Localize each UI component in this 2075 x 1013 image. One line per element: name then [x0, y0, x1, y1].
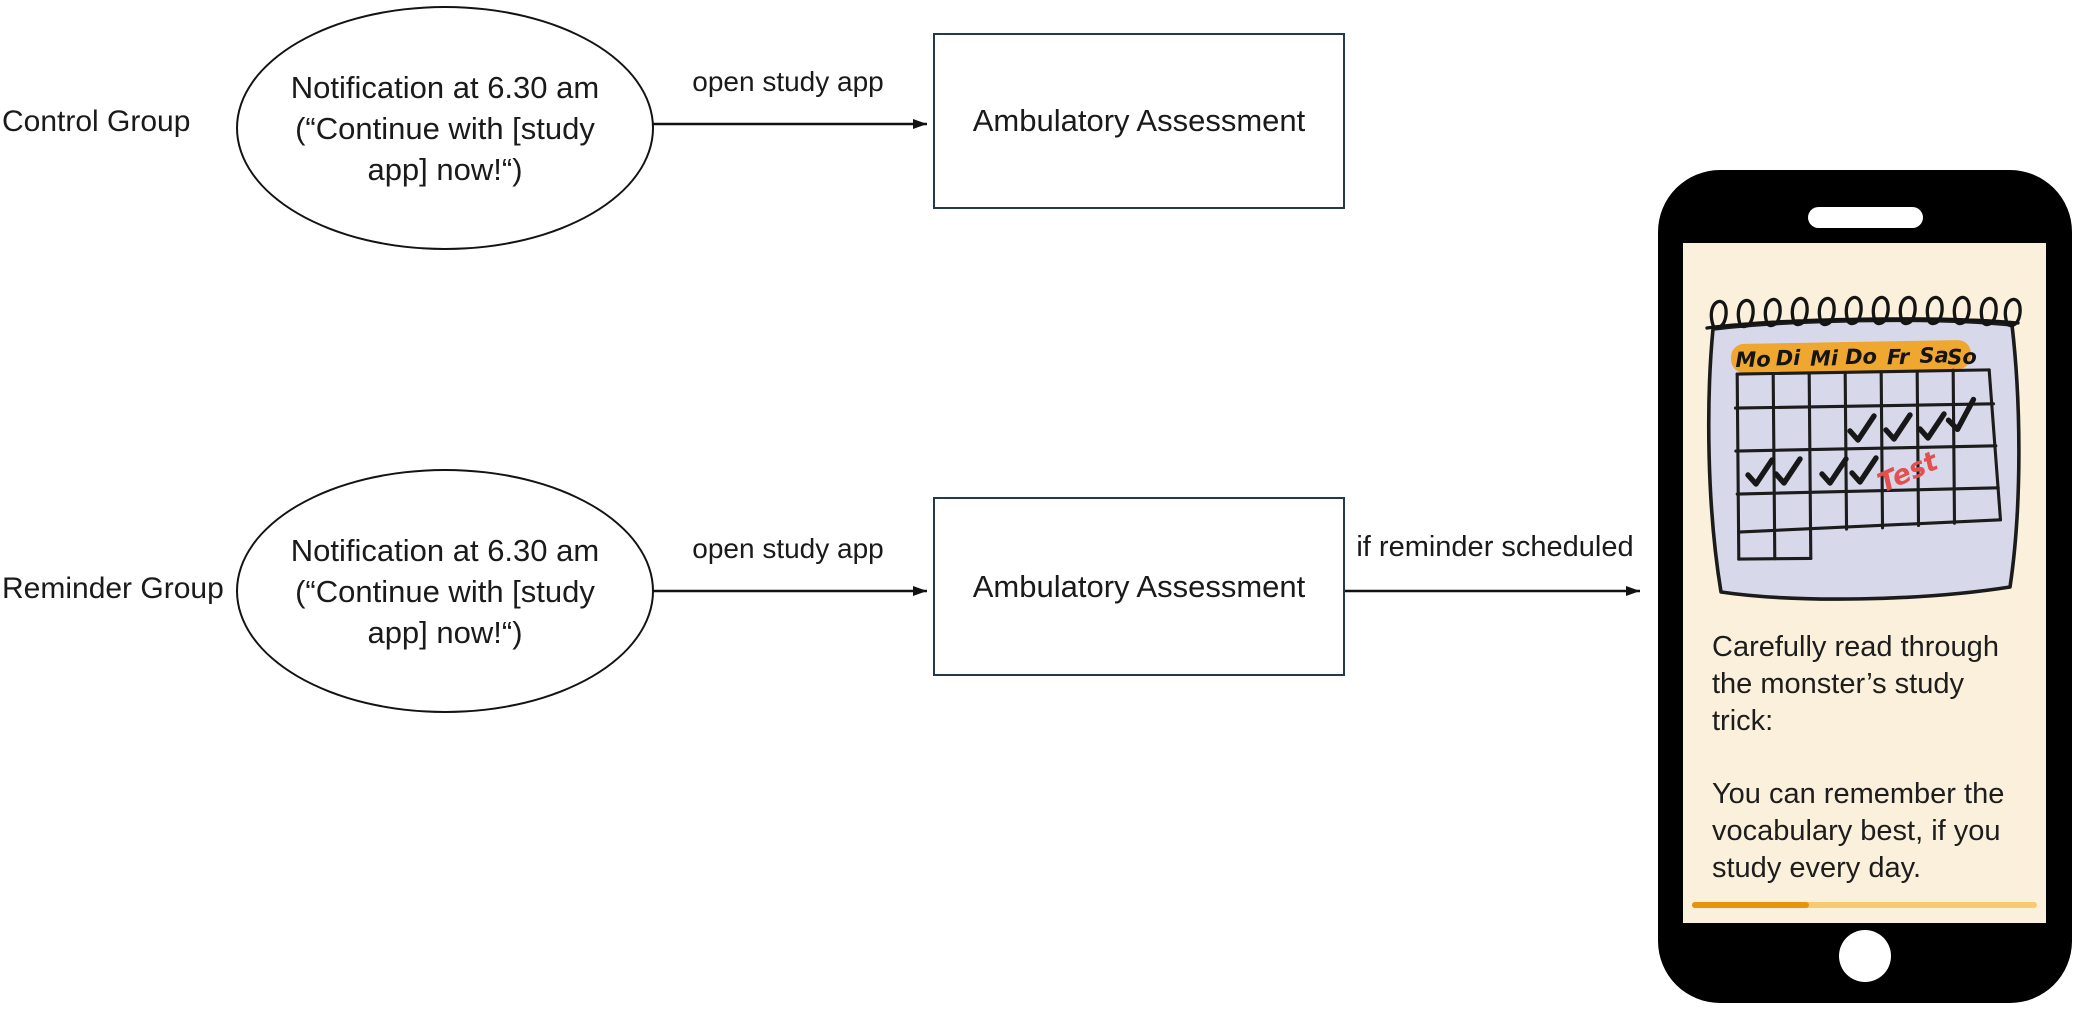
checkmark-icon	[1849, 455, 1879, 485]
ambulatory-assessment-box-reminder: Ambulatory Assessment	[933, 497, 1345, 676]
notification-line: Notification at 6.30 am	[290, 532, 600, 568]
message-line: trick:	[1712, 705, 1774, 737]
phone-mockup: Mo Di Mi Do Fr Sa So	[1658, 170, 2072, 1003]
notification-line: app] now!“)	[367, 614, 523, 650]
message-line: the monster’s study	[1712, 668, 1964, 700]
notification-line: (“Continue with [study	[295, 110, 595, 146]
phone-screen: Mo Di Mi Do Fr Sa So	[1683, 243, 2046, 923]
progress-bar	[1692, 902, 2037, 908]
arrow-label-if-reminder-scheduled: if reminder scheduled	[1356, 531, 1634, 563]
phone-speaker	[1808, 207, 1923, 228]
group-label-reminder: Reminder Group	[2, 572, 224, 605]
calendar-spiral-binding	[1705, 295, 2022, 330]
message-line: You can remember the	[1712, 778, 2005, 810]
progress-bar-fill	[1692, 902, 1810, 908]
arrow-label-open-study-app-reminder: open study app	[692, 533, 884, 564]
calendar-header-band	[1730, 340, 1972, 373]
notification-ellipse-control: Notification at 6.30 am (“Continue with …	[236, 6, 654, 250]
box-label: Ambulatory Assessment	[972, 103, 1306, 138]
checkmark-icon	[1883, 412, 1913, 442]
notification-line: (“Continue with [study	[295, 573, 595, 609]
calendar-day-label: Do	[1845, 345, 1877, 370]
notification-text: Notification at 6.30 am (“Continue with …	[291, 530, 599, 653]
calendar-day-label: Mi	[1810, 346, 1839, 371]
checkmark-icon	[1945, 396, 1977, 433]
checkmark-icon	[1819, 456, 1849, 486]
calendar-illustration: Mo Di Mi Do Fr Sa So	[1705, 295, 2022, 601]
notification-ellipse-reminder: Notification at 6.30 am (“Continue with …	[236, 469, 654, 713]
message-line: study every day.	[1712, 852, 1922, 884]
checkmark-icon	[1773, 456, 1803, 486]
checkmark-icon	[1745, 457, 1775, 487]
arrow-label-open-study-app-control: open study app	[692, 66, 884, 97]
ambulatory-assessment-box-control: Ambulatory Assessment	[933, 33, 1345, 209]
calendar-day-label: Mo	[1735, 347, 1771, 372]
message-line: Carefully read through	[1712, 631, 1999, 663]
screen-message: Carefully read through the monster’s stu…	[1712, 629, 2034, 887]
message-paragraph: Carefully read through the monster’s stu…	[1712, 629, 2034, 740]
calendar-day-header: Mo Di Mi Do Fr Sa So	[1730, 340, 1977, 373]
box-label: Ambulatory Assessment	[972, 568, 1306, 604]
message-paragraph: You can remember the vocabulary best, if…	[1712, 776, 2034, 887]
notification-line: Notification at 6.30 am	[290, 69, 600, 105]
checkmark-icon	[1847, 413, 1877, 443]
home-button	[1839, 930, 1891, 982]
message-line: vocabulary best, if you	[1712, 815, 2001, 847]
calendar-day-label: Di	[1775, 346, 1801, 370]
notification-line: app] now!“)	[367, 151, 523, 187]
calendar-day-label: Fr	[1887, 345, 1911, 369]
group-label-control: Control Group	[2, 105, 191, 138]
checkmark-icon	[1917, 411, 1947, 441]
calendar-grid	[1733, 368, 2003, 561]
calendar-day-label: So	[1947, 345, 1977, 370]
calendar-day-label: Sa	[1919, 343, 1949, 368]
notification-text: Notification at 6.30 am (“Continue with …	[291, 67, 599, 190]
